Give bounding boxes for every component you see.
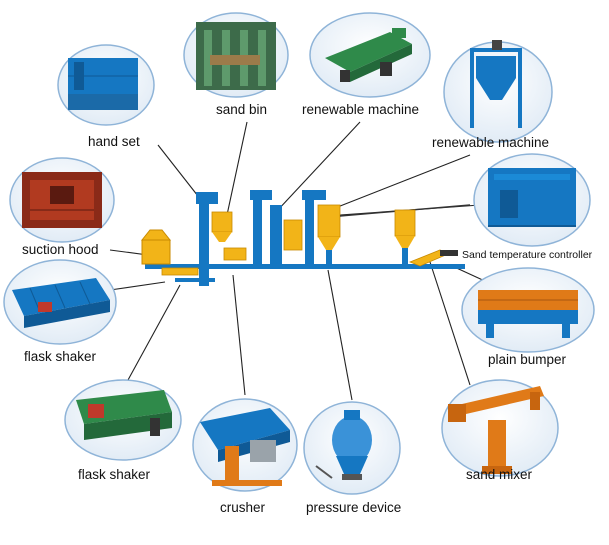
pressure-tank-icon [315, 410, 372, 480]
plant-pressure-leg [326, 250, 332, 266]
vibrating-grid-icon [12, 278, 110, 328]
bubble-sand-mixer [441, 379, 559, 477]
label-crusher: crusher [220, 500, 266, 515]
label-renewable-machine-right: renewable machine [432, 135, 549, 150]
plant-conveyor [161, 267, 199, 276]
bubble-flask-shaker-left [3, 259, 117, 345]
plant-lower-rail [175, 278, 215, 282]
bubble-sand-bin [183, 12, 289, 98]
hopper-frame-icon [470, 40, 522, 128]
bubble-plain-bumper [461, 267, 595, 353]
plant-right-bin [394, 209, 416, 237]
label-flask-shaker-left: flask shaker [24, 349, 97, 364]
central-sand-plant [140, 190, 471, 286]
plant-elevator-2-head [250, 190, 272, 200]
label-sand-bin: sand bin [216, 102, 267, 117]
plant-sand-bin [211, 211, 233, 233]
plant-elevator-3 [305, 194, 314, 268]
plant-pressure-bin [317, 204, 341, 238]
plant-small-cart [440, 250, 458, 256]
roller-machine-icon [325, 28, 412, 82]
bubble-crusher [192, 398, 298, 492]
plant-elevator-1 [199, 196, 209, 286]
bubble-pressure-device [303, 401, 401, 495]
plant-sand-bin-cone [212, 232, 232, 242]
plant-elevator-2 [253, 194, 262, 268]
label-flask-shaker-bottom: flask shaker [78, 467, 151, 482]
connector-crusher [232, 274, 246, 396]
bubble-suction-hood [9, 157, 115, 243]
label-plain-bumper: plain bumper [488, 352, 567, 367]
connector-flask-shaker-left [109, 281, 166, 291]
label-renewable-machine-top: renewable machine [302, 102, 419, 117]
label-suction-hood: suction hood [22, 242, 99, 257]
plant-renewable-column [270, 205, 282, 267]
cooling-tank-icon [488, 168, 576, 227]
connector-renewable-right [329, 154, 471, 211]
plant-suction-hood [141, 239, 171, 265]
plant-elevator-3-head [302, 190, 326, 200]
plant-right-bin-cone [395, 236, 415, 248]
label-sand-mixer: sand mixer [466, 467, 533, 482]
bubble-renewable-machine-right [443, 40, 553, 143]
crusher-machine-icon [200, 408, 290, 486]
connector-sand-bin [226, 121, 248, 216]
labels: hand set sand bin renewable machine rene… [22, 102, 593, 515]
suction-hood-box-icon [22, 172, 102, 228]
bubble-renewable-machine-top [309, 12, 431, 98]
plant-suction-hood-roof [140, 229, 172, 241]
bumper-platform-icon [478, 290, 578, 338]
sand-bin-structure-icon [196, 22, 276, 90]
bubble-sand-temperature-controller [473, 153, 591, 247]
plant-elevator-1-head [196, 192, 218, 204]
bubble-hand-set [57, 44, 155, 126]
label-sand-temperature-controller: Sand temperature controller [462, 249, 593, 261]
bucket-elevator-icon [68, 58, 138, 110]
bubble-flask-shaker-bottom [64, 379, 182, 461]
connector-flask-shaker-bottom [127, 284, 181, 381]
plant-right-bin-leg [402, 248, 408, 264]
plant-crusher [223, 247, 247, 261]
label-pressure-device: pressure device [306, 500, 401, 515]
plant-renewable-body [283, 219, 303, 251]
mixer-arm-icon [448, 386, 544, 474]
vibrating-feeder-icon [76, 390, 172, 440]
connector-renewable-top [275, 121, 361, 213]
plant-pressure-bin-cone [318, 237, 340, 250]
label-hand-set: hand set [88, 134, 140, 149]
connector-sand-mixer [429, 261, 471, 386]
connector-pressure-device [327, 269, 353, 401]
